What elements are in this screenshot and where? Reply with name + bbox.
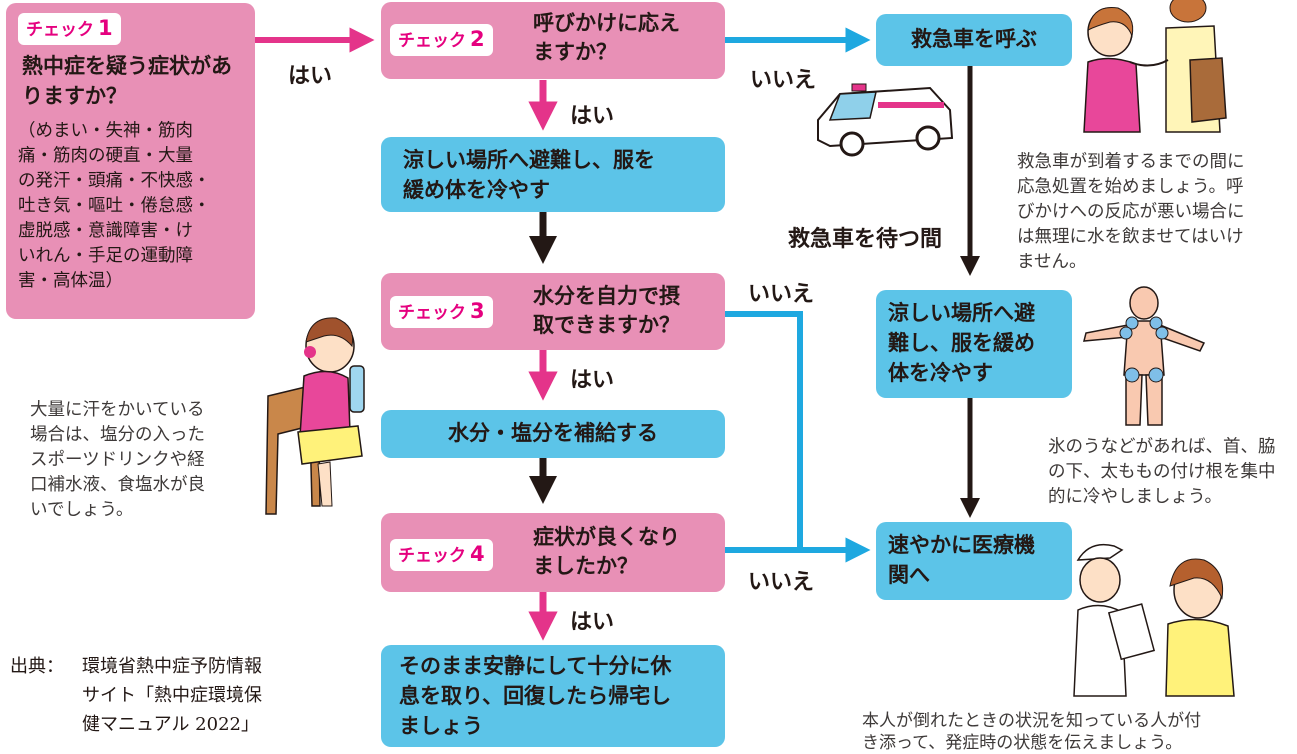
action-hydrate: 水分・塩分を補給する	[381, 410, 725, 458]
symptom-line: （めまい・失神・筋肉	[18, 121, 193, 141]
check2-question-line: ますか？	[533, 40, 617, 64]
check3-question-line: 水分を自力で摂	[533, 284, 680, 308]
action-line: ましょう	[399, 714, 483, 738]
note-ice: 氷のうなどがあれば、首、脇 の下、太ももの付け根を集中 的に冷やしましょう。	[1048, 435, 1276, 510]
source-line: サイト「熱中症環境保	[82, 685, 262, 706]
check3-question-line: 取できますか？	[533, 313, 680, 337]
action-rest: そのまま安静にして十分に休 息を取り、回復したら帰宅し ましょう	[381, 645, 725, 747]
label-no-check3: いいえ	[748, 282, 815, 307]
note-line: 応急処置を始めましょう。呼	[1017, 177, 1244, 197]
note-sweat: 大量に汗をかいている 場合は、塩分の入った スポーツドリンクや経 口補水液、食塩…	[30, 398, 205, 523]
symptom-line: 害・高体温）	[18, 271, 123, 291]
note-line: 氷のうなどがあれば、首、脇	[1048, 437, 1276, 457]
action-rest-text: そのまま安静にして十分に休 息を取り、回復したら帰宅し ましょう	[399, 651, 671, 741]
check4-question-line: ましたか？	[533, 554, 638, 578]
note-line: 本人が倒れたときの状況を知っている人が付	[862, 711, 1202, 731]
check2-question: 呼びかけに応え ますか？	[533, 9, 680, 67]
note-bystander: 本人が倒れたときの状況を知っている人が付 き添って、発症時の状態を伝えましょう。	[862, 710, 1201, 754]
drinking-girl-illustration	[265, 317, 365, 515]
check1-question: 熱中症を疑う症状がありますか？	[22, 54, 232, 108]
source-line: 健マニュアル 2022」	[82, 714, 259, 735]
source-lines-2: サイト「熱中症環境保 健マニュアル 2022」	[82, 681, 262, 739]
ambulance-illustration	[817, 83, 954, 157]
check4-tag-text: チェック	[398, 546, 466, 566]
check1-tag-text: チェック	[26, 20, 94, 40]
action-hydrate-text: 水分・塩分を補給する	[448, 421, 658, 445]
check4-question: 症状が良くなり ましたか？	[533, 523, 680, 581]
action-ambulance-text: 救急車を呼ぶ	[911, 27, 1037, 51]
label-no-check2: いいえ	[750, 68, 817, 93]
source-prefix: 出典：	[10, 656, 64, 677]
check1-tag-num: 1	[98, 16, 113, 40]
symptom-line: いれん・手足の運動障	[18, 246, 193, 266]
note-line: 救急車が到着するまでの間に	[1017, 152, 1245, 172]
source-lines: 環境省熱中症予防情報	[82, 652, 262, 681]
note-line: いでしょう。	[30, 500, 134, 520]
action-hospital-text: 速やかに医療機 関へ	[888, 530, 1035, 590]
label-waiting: 救急車を待つ間	[788, 227, 943, 252]
note-line: 口補水液、食塩水が良	[30, 475, 205, 495]
label-yes-check2: はい	[570, 104, 615, 129]
check2-tag-text: チェック	[398, 31, 466, 51]
action-line: 体を冷やす	[888, 361, 993, 385]
check3-tag-text: チェック	[398, 303, 466, 323]
check4-question-line: 症状が良くなり	[533, 525, 680, 549]
symptom-line: の発汗・頭痛・不快感・	[18, 171, 211, 191]
note-line: の下、太ももの付け根を集中	[1048, 462, 1276, 482]
action-line: 難し、服を緩め	[888, 331, 1035, 355]
label-yes-check1: はい	[288, 64, 333, 89]
body-figure-illustration	[1083, 286, 1206, 426]
action-line: そのまま安静にして十分に休	[399, 654, 672, 678]
action-cool-center-text: 涼しい場所へ避難し、服を 緩め体を冷やす	[403, 145, 655, 205]
note-line: 大量に汗をかいている	[30, 400, 205, 420]
label-yes-check4: はい	[570, 610, 615, 635]
check3-question: 水分を自力で摂 取できますか？	[533, 282, 680, 340]
note-line: は無理に水を飲ませてはいけ	[1017, 227, 1244, 247]
action-line: 関へ	[888, 563, 930, 587]
action-line: 息を取り、回復したら帰宅し	[399, 684, 672, 708]
action-line: 涼しい場所へ避難し、服を	[403, 148, 655, 172]
source-line: 環境省熱中症予防情報	[82, 656, 262, 677]
nurse-patient-illustration	[1073, 543, 1235, 697]
action-cool-right: 涼しい場所へ避 難し、服を緩め 体を冷やす	[876, 290, 1072, 398]
label-yes-check3: はい	[570, 368, 615, 393]
check2-tag-num: 2	[470, 27, 485, 51]
label-no-check4: いいえ	[748, 570, 815, 595]
note-line: 場合は、塩分の入った	[30, 425, 205, 445]
note-line: き添って、発症時の状態を伝えましょう。	[862, 733, 1183, 753]
action-cool-center: 涼しい場所へ避難し、服を 緩め体を冷やす	[381, 137, 725, 212]
symptom-line: 吐き気・嘔吐・倦怠感・	[18, 196, 211, 216]
check2-question-line: 呼びかけに応え	[533, 11, 680, 35]
check1-symptoms: （めまい・失神・筋肉 痛・筋肉の硬直・大量 の発汗・頭痛・不快感・ 吐き気・嘔吐…	[18, 119, 211, 294]
note-line: びかけへの反応が悪い場合に	[1017, 202, 1245, 222]
symptom-line: 痛・筋肉の硬直・大量	[18, 146, 193, 166]
note-line: スポーツドリンクや経	[30, 450, 205, 470]
action-line: 速やかに医療機	[888, 533, 1035, 557]
symptom-line: 虚脱感・意識障害・け	[18, 221, 193, 241]
caregiver-illustration	[1083, 0, 1227, 133]
action-cool-right-text: 涼しい場所へ避 難し、服を緩め 体を冷やす	[888, 298, 1035, 388]
note-line: ません。	[1017, 252, 1087, 272]
note-ambulance: 救急車が到着するまでの間に 応急処置を始めましょう。呼 びかけへの反応が悪い場合…	[1017, 150, 1245, 275]
action-line: 緩め体を冷やす	[403, 178, 550, 202]
check3-tag-num: 3	[470, 299, 485, 323]
action-hospital: 速やかに医療機 関へ	[876, 522, 1072, 600]
note-line: 的に冷やしましょう。	[1048, 487, 1222, 507]
check4-tag-num: 4	[470, 542, 485, 566]
action-line: 涼しい場所へ避	[888, 301, 1035, 325]
arrow-check3-no	[725, 311, 803, 550]
action-ambulance: 救急車を呼ぶ	[876, 14, 1072, 66]
